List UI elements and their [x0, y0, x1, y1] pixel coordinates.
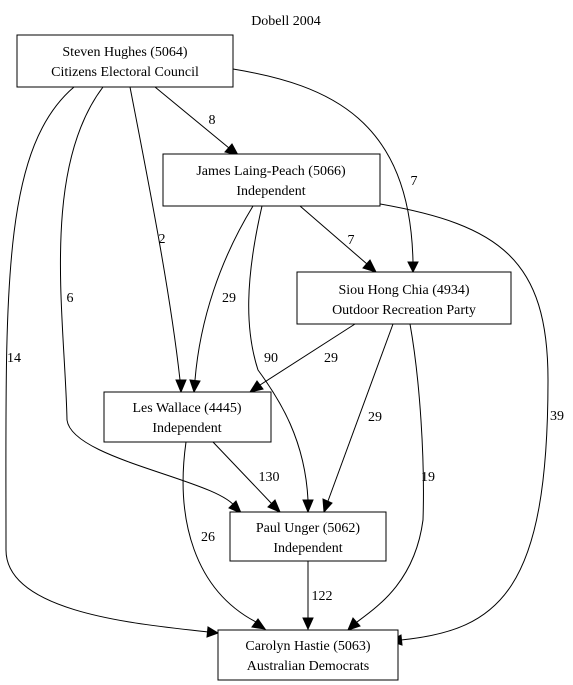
node-party: Citizens Electoral Council [51, 65, 199, 80]
diagram-title: Dobell 2004 [251, 14, 321, 29]
node-name: Siou Hong Chia (4934) [338, 283, 469, 298]
edge-label: 6 [67, 291, 74, 306]
edge-laing-hastie: 39 [379, 203, 564, 646]
node-james-laing-peach: James Laing-Peach (5066) Independent [162, 153, 381, 207]
node-steven-hughes: Steven Hughes (5064) Citizens Electoral … [16, 34, 234, 88]
edge-label: 7 [348, 233, 355, 248]
edge-chia-wallace: 29 [248, 323, 356, 393]
edge-label: 39 [550, 409, 564, 424]
node-siou-hong-chia: Siou Hong Chia (4934) Outdoor Recreation… [296, 271, 512, 325]
node-party: Outdoor Recreation Party [332, 303, 476, 318]
edge-label: 130 [259, 470, 280, 485]
node-name: James Laing-Peach (5066) [196, 164, 346, 179]
edge-laing-wallace: 29 [189, 205, 254, 394]
edge-label: 26 [201, 530, 215, 545]
edge-hughes-hastie: 14 [5, 86, 220, 638]
node-party: Australian Democrats [247, 659, 369, 674]
node-name: Carolyn Hastie (5063) [245, 639, 371, 654]
edge-laing-unger: 90 [248, 205, 314, 514]
node-name: Les Wallace (4445) [132, 401, 241, 416]
node-paul-unger: Paul Unger (5062) Independent [229, 511, 387, 562]
edge-wallace-unger: 130 [212, 441, 281, 513]
node-name: Paul Unger (5062) [256, 521, 361, 536]
edge-hughes-laing: 8 [154, 86, 239, 156]
edge-laing-chia: 7 [299, 205, 377, 273]
node-carolyn-hastie: Carolyn Hastie (5063) Australian Democra… [217, 629, 399, 681]
edge-label: 29 [222, 291, 236, 306]
edge-label: 2 [159, 232, 166, 247]
node-les-wallace: Les Wallace (4445) Independent [103, 391, 272, 443]
edge-unger-hastie: 122 [302, 561, 333, 631]
node-party: Independent [152, 421, 221, 436]
edge-label: 14 [7, 351, 21, 366]
edge-wallace-hastie: 26 [182, 441, 267, 630]
edge-label: 29 [324, 351, 338, 366]
node-party: Independent [273, 541, 342, 556]
edge-label: 7 [411, 174, 418, 189]
edge-label: 19 [421, 470, 435, 485]
edge-label: 8 [209, 113, 216, 128]
edge-chia-unger: 29 [322, 323, 394, 514]
edge-hughes-wallace: 2 [129, 86, 187, 394]
node-name: Steven Hughes (5064) [62, 45, 188, 60]
edge-hughes-chia: 7 [232, 68, 419, 274]
node-party: Independent [236, 184, 305, 199]
edge-label: 122 [312, 589, 333, 604]
edge-hughes-unger: 6 [59, 86, 242, 514]
edge-label: 29 [368, 410, 382, 425]
edge-label: 90 [264, 351, 278, 366]
edge-chia-hastie: 19 [347, 323, 435, 631]
